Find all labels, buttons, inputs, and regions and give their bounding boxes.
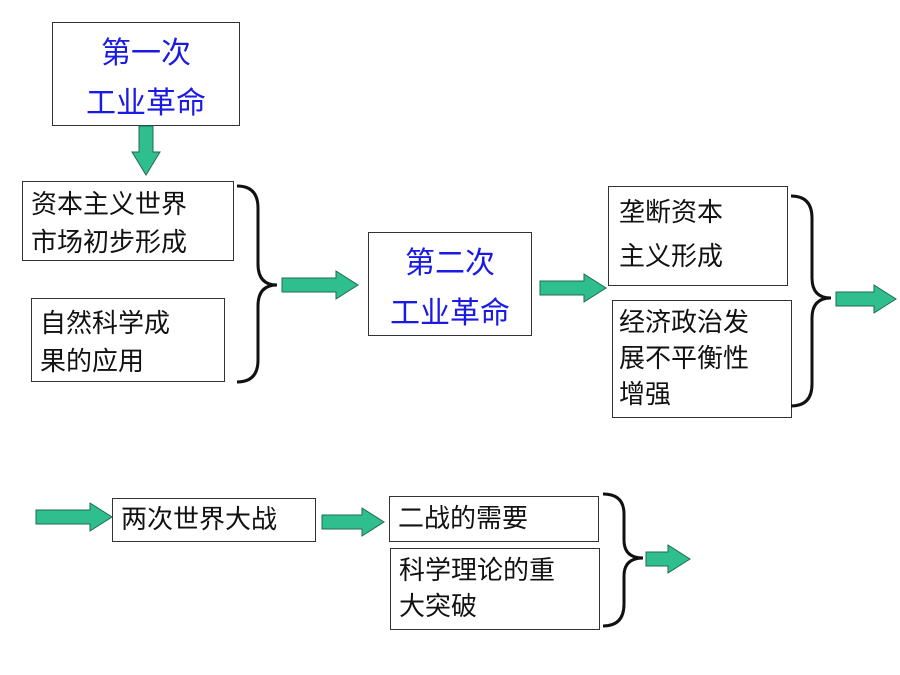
breakthrough-box: 科学理论的重 大突破 xyxy=(390,548,600,630)
brace-third-causes xyxy=(602,492,644,628)
world-market-line2: 市场初步形成 xyxy=(31,228,188,258)
war-needs-text: 二战的需要 xyxy=(398,504,529,534)
breakthrough-line2: 大突破 xyxy=(399,592,478,622)
second-revolution-line1: 第二次 xyxy=(405,246,495,281)
natural-science-box: 自然科学成 果的应用 xyxy=(31,298,225,382)
arrow-from-results xyxy=(835,284,897,314)
uneven-line2: 展不平衡性 xyxy=(619,344,750,374)
brace-results xyxy=(790,194,832,408)
down-arrow xyxy=(131,125,161,176)
natural-science-line1: 自然科学成 xyxy=(40,309,171,339)
first-revolution-box: 第一次 工业革命 xyxy=(52,22,240,126)
brace-conditions xyxy=(236,184,278,384)
arrow-to-second-revolution xyxy=(281,270,359,300)
world-wars-box: 两次世界大战 xyxy=(112,498,316,542)
world-market-line1: 资本主义世界 xyxy=(31,190,188,220)
monopoly-line2: 主义形成 xyxy=(619,242,724,272)
monopoly-box: 垄断资本 主义形成 xyxy=(608,186,788,286)
second-revolution-box: 第二次 工业革命 xyxy=(368,232,532,336)
second-revolution-line2: 工业革命 xyxy=(390,296,510,331)
world-market-box: 资本主义世界 市场初步形成 xyxy=(22,181,234,261)
first-revolution-line2: 工业革命 xyxy=(86,86,206,121)
breakthrough-line1: 科学理论的重 xyxy=(399,556,556,586)
arrow-to-results xyxy=(539,273,607,303)
monopoly-line1: 垄断资本 xyxy=(619,198,724,228)
war-needs-box: 二战的需要 xyxy=(389,496,599,542)
uneven-line1: 经济政治发 xyxy=(619,308,750,338)
arrow-wars-to-causes xyxy=(321,507,385,537)
uneven-development-box: 经济政治发 展不平衡性 增强 xyxy=(612,300,792,418)
arrow-from-third-causes xyxy=(645,544,691,574)
natural-science-line2: 果的应用 xyxy=(40,347,145,377)
uneven-line3: 增强 xyxy=(619,380,672,410)
first-revolution-line1: 第一次 xyxy=(101,36,191,71)
arrow-into-wars xyxy=(35,502,113,532)
world-wars-text: 两次世界大战 xyxy=(121,505,278,535)
